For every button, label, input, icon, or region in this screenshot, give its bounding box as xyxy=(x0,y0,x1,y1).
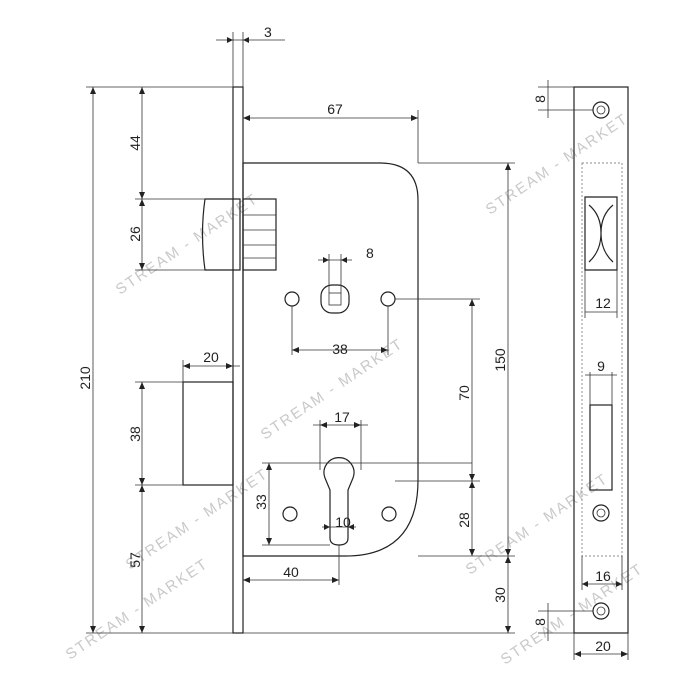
svg-text:12: 12 xyxy=(595,295,611,311)
dim-screw-top-offset: 8 xyxy=(532,80,593,118)
screw-hole xyxy=(381,506,397,522)
dim-height-total: 210 xyxy=(77,86,233,634)
dim-cylinder-slot: 10 xyxy=(322,514,356,530)
latch-bolt xyxy=(201,198,277,271)
faceplate-front xyxy=(573,86,629,634)
svg-text:9: 9 xyxy=(597,358,605,374)
dim-backset: 40 xyxy=(243,545,340,585)
svg-text:44: 44 xyxy=(127,135,143,151)
dim-bolt-projection: 20 xyxy=(182,349,240,382)
svg-text:8: 8 xyxy=(532,618,548,626)
spindle-hub xyxy=(320,284,350,314)
svg-text:10: 10 xyxy=(335,514,351,530)
screw-hole xyxy=(284,291,300,307)
dim-faceplate-thickness: 3 xyxy=(216,24,285,87)
svg-text:26: 26 xyxy=(127,226,143,242)
svg-text:3: 3 xyxy=(264,24,272,40)
svg-text:20: 20 xyxy=(203,349,219,365)
svg-text:70: 70 xyxy=(456,385,472,401)
dim-cylinder-width: 17 xyxy=(313,409,368,470)
dim-spindle-square: 8 xyxy=(318,245,374,293)
svg-text:38: 38 xyxy=(332,341,348,357)
dim-latch-opening-width: 12 xyxy=(584,270,618,318)
bolt-opening xyxy=(589,404,613,491)
latch-opening xyxy=(584,196,618,271)
svg-text:33: 33 xyxy=(253,494,269,510)
watermark: STREAM - MARKET xyxy=(483,110,632,218)
spindle-square xyxy=(328,292,342,306)
dim-case-depth: 67 xyxy=(243,101,419,163)
dim-backset-spacing: 70 xyxy=(395,298,480,482)
svg-text:8: 8 xyxy=(532,95,548,103)
svg-text:8: 8 xyxy=(366,245,374,261)
cylinder-cutout xyxy=(323,457,355,546)
svg-text:40: 40 xyxy=(283,564,299,580)
dim-screw-bottom-offset: 8 xyxy=(532,603,593,641)
svg-text:210: 210 xyxy=(77,366,93,390)
watermarks: STREAM - MARKET STREAM - MARKET STREAM -… xyxy=(63,110,647,668)
screw-hole xyxy=(380,291,396,307)
screw-hole-bottom xyxy=(592,602,610,620)
dim-cylinder-to-bottom: 28 xyxy=(456,481,475,556)
screw-hole-middle xyxy=(592,504,610,522)
dim-faceplate-width: 20 xyxy=(573,633,629,660)
faceplate xyxy=(232,86,244,634)
dim-bolt-height: 38 xyxy=(127,381,183,486)
svg-text:20: 20 xyxy=(595,638,611,654)
svg-text:57: 57 xyxy=(127,552,143,568)
svg-text:17: 17 xyxy=(334,409,350,425)
dim-bottom-margin: 30 xyxy=(243,556,515,634)
case-outline xyxy=(581,162,623,557)
screw-hole-top xyxy=(592,101,610,119)
watermark: STREAM - MARKET xyxy=(63,555,212,663)
dim-cylinder-holes: 33 xyxy=(253,462,472,546)
dim-spindle-holes: 38 xyxy=(291,306,389,357)
svg-text:150: 150 xyxy=(492,348,508,372)
dim-case-height: 150 xyxy=(418,162,515,557)
dim-bolt-opening-width: 9 xyxy=(585,358,617,405)
watermark: STREAM - MARKET xyxy=(498,560,647,668)
svg-text:38: 38 xyxy=(127,426,143,442)
screw-hole xyxy=(282,506,298,522)
dim-case-front-width: 16 xyxy=(581,556,623,590)
dim-bottom-to-bolt: 57 xyxy=(127,485,145,633)
svg-text:30: 30 xyxy=(492,587,508,603)
svg-text:67: 67 xyxy=(327,101,343,117)
svg-text:16: 16 xyxy=(595,568,611,584)
dim-top-to-latch: 44 xyxy=(127,87,205,200)
watermark: STREAM - MARKET xyxy=(123,465,272,573)
dim-latch-height: 26 xyxy=(127,199,205,271)
dead-bolt xyxy=(182,381,234,486)
svg-text:28: 28 xyxy=(456,512,472,528)
lock-case xyxy=(242,162,419,557)
